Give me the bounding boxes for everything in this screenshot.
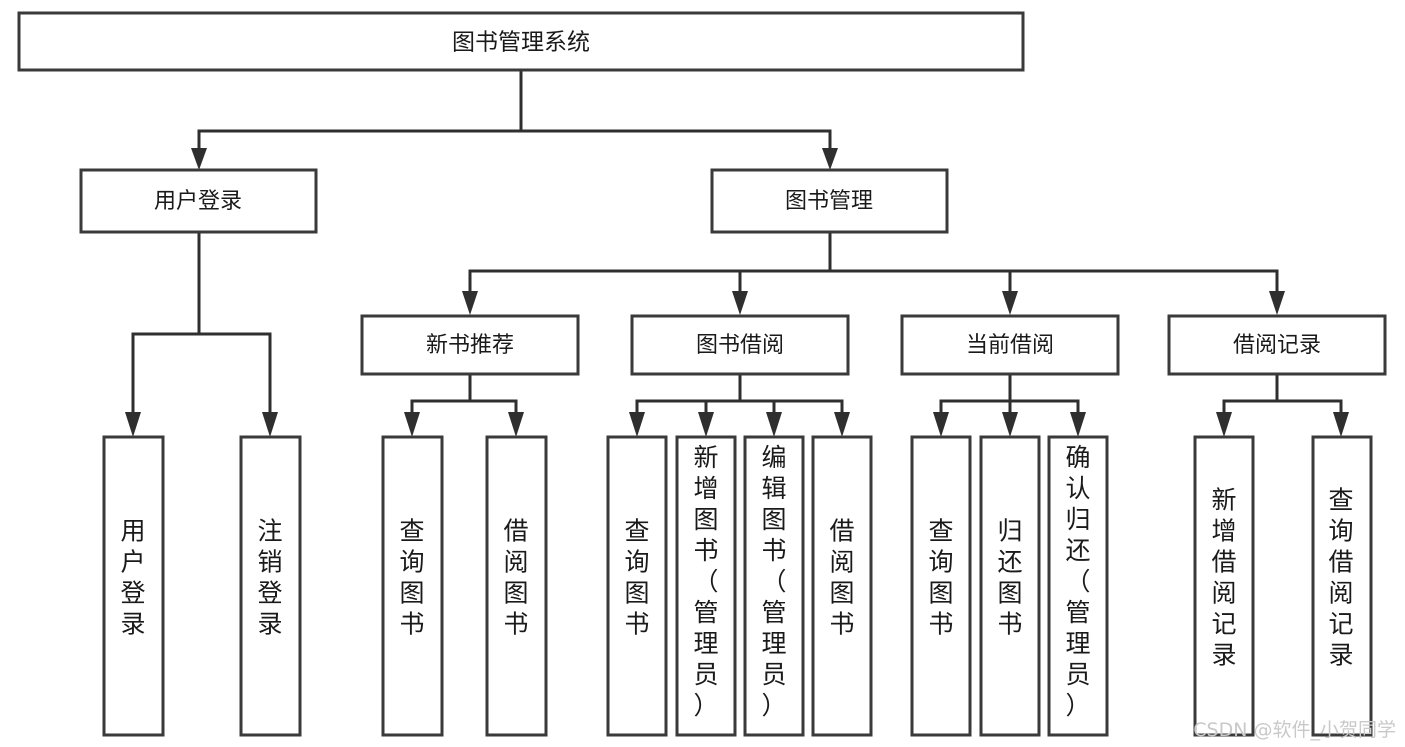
node-book-manage-box xyxy=(710,168,949,234)
leaf-node[interactable]: 借阅图书 xyxy=(485,435,548,737)
leaf-node[interactable]: 新增图书（管理员） xyxy=(675,435,737,737)
leaf-borrow-book-2-label: 借阅图书 xyxy=(829,517,854,639)
node-root-box xyxy=(17,11,1025,72)
arrow-leaf-current-borrow-1 xyxy=(933,412,949,437)
leaf-node[interactable]: 借阅图书 xyxy=(811,435,873,737)
leaf-node[interactable]: 查询借阅记录 xyxy=(1311,435,1373,737)
leaf-node[interactable]: 新增借阅记录 xyxy=(1193,435,1255,737)
node-current-borrow-box xyxy=(900,314,1120,376)
leaf-user-login-label: 用户登录 xyxy=(120,517,145,639)
leaf-node[interactable]: 查询图书 xyxy=(381,435,444,737)
arrow-leaf-new-book-2 xyxy=(508,412,524,437)
leaf-confirm-return-box xyxy=(1047,435,1109,737)
node-new-book-recommend-box xyxy=(360,314,580,376)
leaf-user-login-box xyxy=(102,435,165,737)
node-new-book-recommend[interactable]: 新书推荐 xyxy=(360,314,580,376)
arrow-leaf-user-login-1 xyxy=(125,412,141,437)
node-borrow-record[interactable]: 借阅记录 xyxy=(1167,314,1387,376)
node-root[interactable]: 图书管理系统 xyxy=(17,11,1025,72)
edges-layer xyxy=(125,68,1349,437)
arrow-leaf-current-borrow-2 xyxy=(1002,412,1018,437)
leaf-confirm-return-label: 确认归还（管理员） xyxy=(1065,443,1090,720)
leaf-query-book-2-box xyxy=(606,435,668,737)
leaf-logout-box xyxy=(239,435,302,737)
leaf-node[interactable]: 用户登录 xyxy=(102,435,165,737)
arrow-leaf-borrow-record-2 xyxy=(1333,412,1349,437)
node-book-manage-label: 图书管理 xyxy=(785,189,873,214)
node-user-login[interactable]: 用户登录 xyxy=(79,168,318,234)
arrow-leaf-user-login-2 xyxy=(262,412,278,437)
node-current-borrow-label: 当前借阅 xyxy=(966,333,1054,358)
arrow-leaf-book-borrow-1 xyxy=(629,412,645,437)
node-root-label: 图书管理系统 xyxy=(452,30,590,56)
node-book-manage[interactable]: 图书管理 xyxy=(710,168,949,234)
leaf-node[interactable]: 注销登录 xyxy=(239,435,302,737)
csdn-watermark: CSDN @软件_小贺同学 xyxy=(1193,719,1396,741)
leaf-add-record-label: 新增借阅记录 xyxy=(1211,486,1236,670)
node-user-login-box xyxy=(79,168,318,234)
leaf-query-record-label: 查询借阅记录 xyxy=(1328,486,1353,670)
leaf-borrow-book-1-label: 借阅图书 xyxy=(503,517,528,639)
leaf-query-book-1-box xyxy=(381,435,444,737)
node-user-login-label: 用户登录 xyxy=(154,189,242,214)
leaf-add-book-box xyxy=(675,435,737,737)
leaf-node[interactable]: 编辑图书（管理员） xyxy=(743,435,805,737)
leaf-edit-book-box xyxy=(743,435,805,737)
arrow-to-current-borrow xyxy=(1002,291,1018,315)
node-book-borrow-label: 图书借阅 xyxy=(696,333,784,358)
leaf-logout-label: 注销登录 xyxy=(257,517,282,639)
leaf-node[interactable]: 确认归还（管理员） xyxy=(1047,435,1109,737)
leaf-node[interactable]: 查询图书 xyxy=(606,435,668,737)
node-new-book-recommend-label: 新书推荐 xyxy=(426,333,514,358)
node-book-borrow[interactable]: 图书借阅 xyxy=(630,314,850,376)
arrow-to-borrow-record xyxy=(1269,291,1285,315)
leaf-query-book-3-label: 查询图书 xyxy=(928,517,953,639)
arrow-leaf-current-borrow-3 xyxy=(1070,412,1086,437)
leaf-query-book-3-box xyxy=(910,435,972,737)
node-book-borrow-box xyxy=(630,314,850,376)
arrow-to-book-manage xyxy=(822,148,838,170)
leaf-add-book-label: 新增图书（管理员） xyxy=(693,443,718,720)
arrow-to-book-borrow xyxy=(732,291,748,315)
node-borrow-record-box xyxy=(1167,314,1387,376)
leaf-borrow-book-1-box xyxy=(485,435,548,737)
arrow-leaf-borrow-record-1 xyxy=(1216,412,1232,437)
leaf-query-book-1-label: 查询图书 xyxy=(399,517,424,639)
leaf-node[interactable]: 查询图书 xyxy=(910,435,972,737)
leaf-add-record-box xyxy=(1193,435,1255,737)
arrow-leaf-book-borrow-3 xyxy=(766,412,782,437)
node-borrow-record-label: 借阅记录 xyxy=(1233,333,1321,358)
arrow-leaf-book-borrow-4 xyxy=(834,412,850,437)
leaf-return-book-box xyxy=(979,435,1041,737)
arrow-to-user-login xyxy=(191,148,207,170)
leaf-return-book-label: 归还图书 xyxy=(997,517,1022,639)
leaf-query-book-2-label: 查询图书 xyxy=(624,517,649,639)
leaf-borrow-book-2-box xyxy=(811,435,873,737)
arrow-leaf-new-book-1 xyxy=(404,412,420,437)
node-current-borrow[interactable]: 当前借阅 xyxy=(900,314,1120,376)
leaf-edit-book-label: 编辑图书（管理员） xyxy=(761,443,786,720)
arrow-leaf-book-borrow-2 xyxy=(698,412,714,437)
leaf-node[interactable]: 归还图书 xyxy=(979,435,1041,737)
leaf-query-record-box xyxy=(1311,435,1373,737)
arrow-to-new-book xyxy=(462,291,478,315)
